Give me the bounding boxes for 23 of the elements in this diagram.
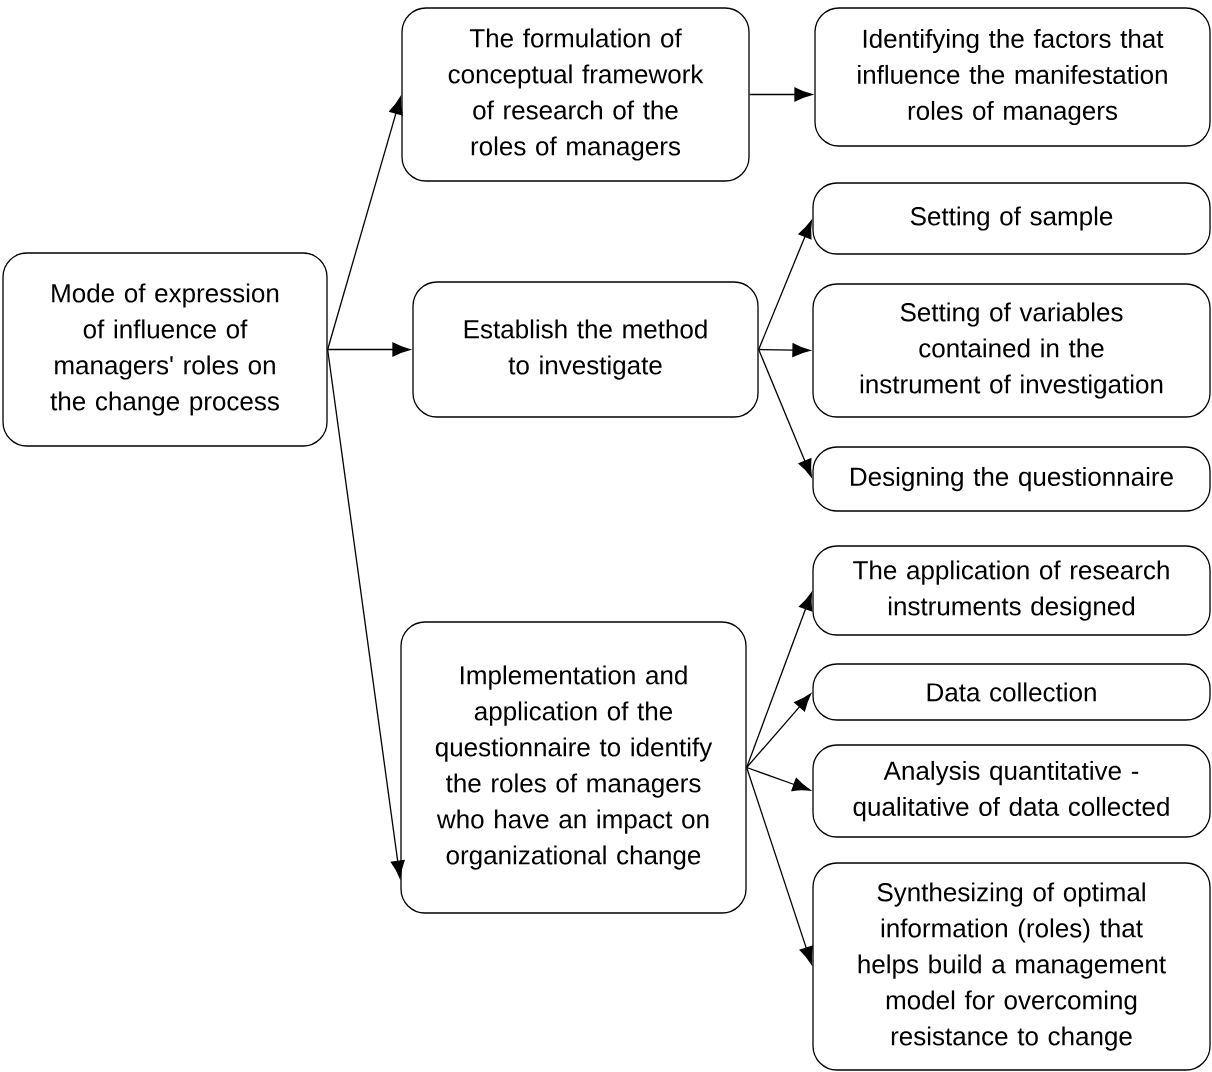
arrow xyxy=(758,348,812,478)
arrow xyxy=(746,766,813,965)
process-box: Setting of sample xyxy=(812,182,1211,255)
process-box: Setting of variables contained in the instrument of investigation xyxy=(812,283,1211,418)
process-box: Implementation and application of the questionnaire to identify the roles of managers who have an impact on organizational change xyxy=(400,621,747,914)
process-box: Synthesizing of optimal information (roles) that helps build a management model for overcoming resistance to change xyxy=(812,862,1211,1071)
arrow xyxy=(327,342,411,357)
arrow xyxy=(746,693,812,769)
arrow xyxy=(746,766,811,792)
process-box: Establish the method to investigate xyxy=(412,281,759,418)
process-box: Identifying the factors that influence the manifestation roles of managers xyxy=(814,7,1211,147)
arrow xyxy=(746,592,813,769)
process-box: Analysis quantitative - qualitative of data collected xyxy=(812,744,1211,838)
process-box: Data collection xyxy=(812,663,1211,721)
arrow xyxy=(758,220,812,351)
arrow xyxy=(758,343,811,358)
arrow xyxy=(327,348,405,879)
arrow xyxy=(749,87,813,102)
process-box: Designing the questionnaire xyxy=(812,446,1211,512)
process-box: The formulation of conceptual framework of research of the roles of managers xyxy=(401,7,750,182)
process-box: The application of research instruments designed xyxy=(812,545,1211,636)
arrow xyxy=(327,96,403,351)
process-box: Mode of expression of influence of managers' roles on the change process xyxy=(2,252,328,447)
